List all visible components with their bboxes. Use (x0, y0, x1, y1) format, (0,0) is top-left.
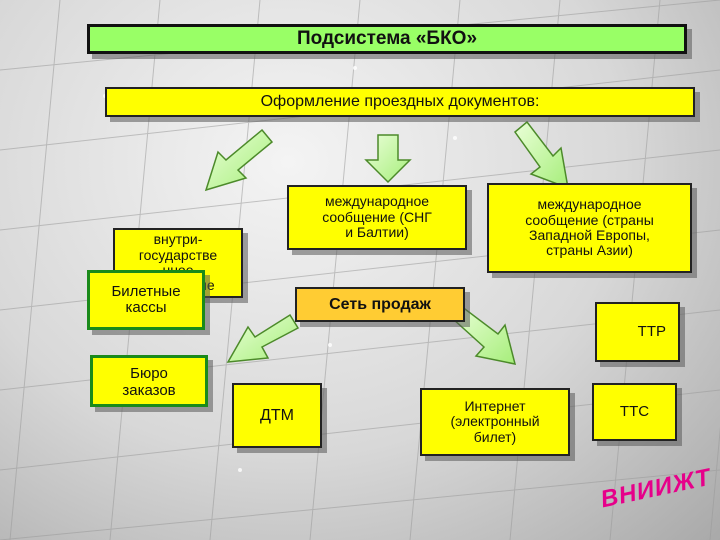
ticketing-header-text: Оформление проездных документов: (260, 93, 540, 111)
tts-box: ТТС (592, 383, 677, 441)
international-cis-text: международное сообщение (СНГ и Балтии) (322, 193, 432, 241)
sales-network-text: Сеть продаж (329, 295, 431, 313)
ticket-offices-text: Билетные кассы (111, 282, 181, 316)
tts-text: ТТС (619, 402, 650, 420)
ticketing-header: Оформление проездных документов: (105, 87, 695, 117)
internet-box: Интернет (электронный билет) (420, 388, 570, 456)
international-europe-asia-box: международное сообщение (страны Западной… (487, 183, 692, 273)
dtm-text: ДТМ (260, 406, 294, 424)
arrow-sales-left-icon (226, 313, 300, 363)
order-bureaus-text: Бюро заказов (122, 365, 176, 399)
arrow-down-right-icon (513, 120, 569, 190)
arrow-sales-right-icon (450, 304, 517, 365)
arrow-down-center-icon (364, 134, 412, 184)
arrow-down-left-icon (204, 128, 274, 192)
ttr-box: ТТР (595, 302, 680, 362)
subsystem-title: Подсистема «БКО» (87, 24, 687, 54)
sales-network-box: Сеть продаж (295, 287, 465, 322)
international-cis-box: международное сообщение (СНГ и Балтии) (287, 185, 467, 250)
dtm-box: ДТМ (232, 383, 322, 448)
subsystem-title-text: Подсистема «БКО» (296, 27, 478, 49)
order-bureaus-box: Бюро заказов (90, 355, 208, 407)
ttr-text: ТТР (637, 322, 666, 340)
internet-text: Интернет (электронный билет) (450, 397, 540, 445)
international-europe-asia-text: международное сообщение (страны Западной… (525, 196, 654, 259)
ticket-offices-box: Билетные кассы (87, 270, 205, 330)
